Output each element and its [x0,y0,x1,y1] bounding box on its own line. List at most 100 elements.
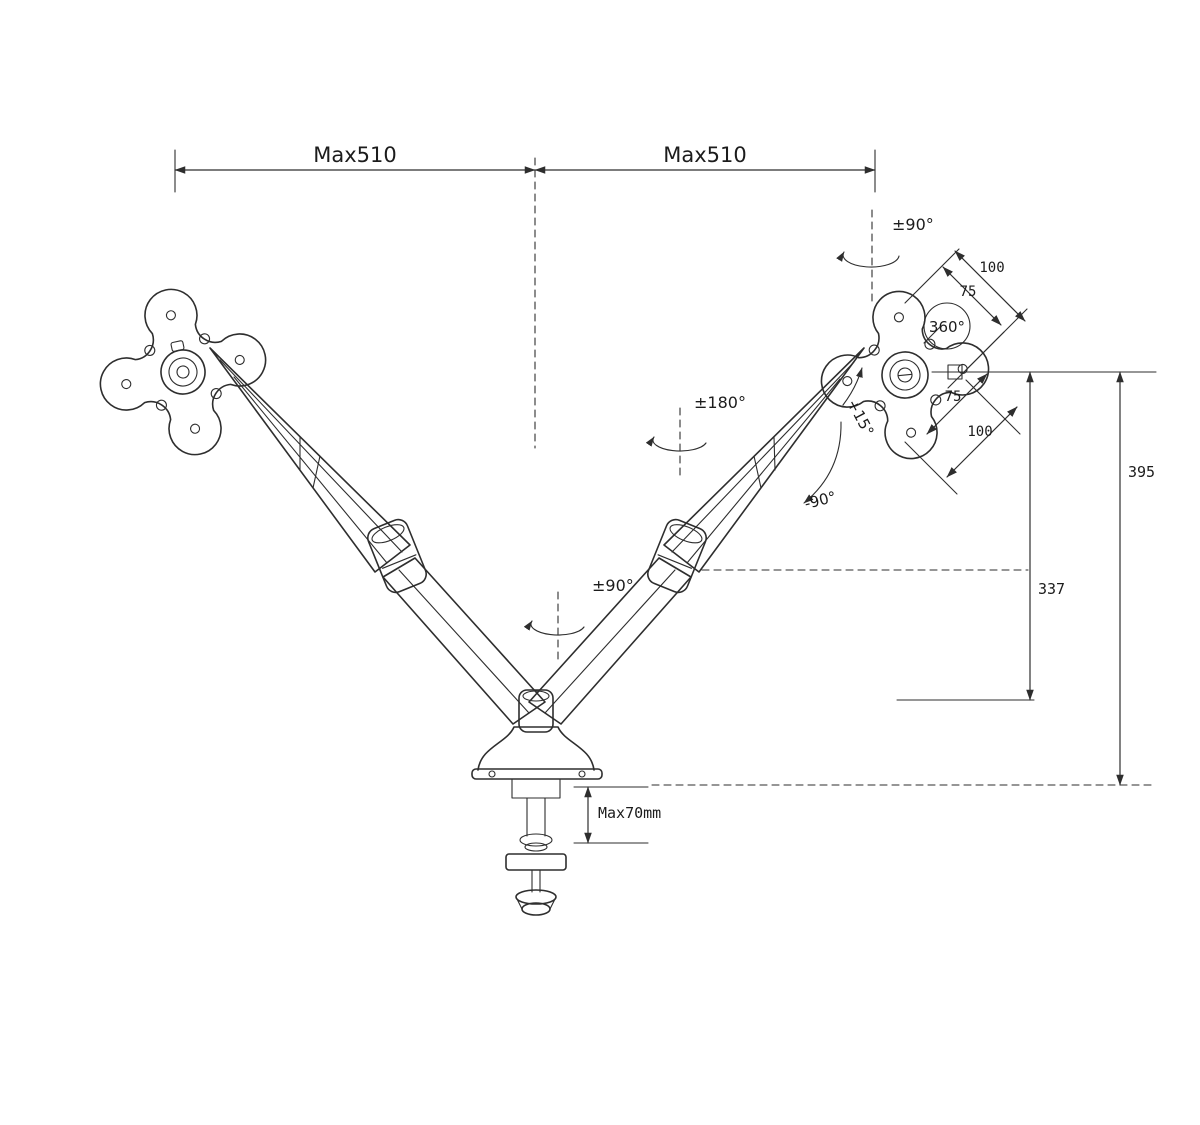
base-plate [471,768,603,780]
left-upper-arm-joint-line [312,455,321,489]
left-upper-arm-outline [209,347,411,573]
clamp-knob-top [515,889,557,905]
right-upper-arm-joint-line [753,455,762,489]
right-plate-hole [874,400,886,412]
base-joint-cap [522,690,550,702]
base-bell-outline [477,726,595,771]
right-elbow-joint [647,518,707,594]
arm-tilt-annotation: +15° -90° [803,367,878,513]
left-vesa-plate [99,288,267,456]
left-plate-lobe-hole [190,423,201,434]
right-plate-lobe-hole [893,312,904,323]
vesa-extension-line [947,331,1005,389]
clamp-knob-side [515,896,557,910]
clamp-pad-lower [524,842,548,852]
left-elbow-joint [367,518,427,594]
swivel-base-label: ±90° [592,576,634,595]
vesa-extension-line [904,248,960,304]
tilt-top-label: ±90° [892,215,934,234]
swivel-base-annotation: ±90° [523,576,634,663]
left-hub-mid [168,357,198,387]
vesa-dimensions-upper: 100 75 [904,248,1028,389]
swivel-mid-label: ±180° [694,393,746,412]
right-plate-hole [924,338,936,350]
desk-thickness-dimension: Max70mm [573,786,661,844]
vesa-rotation-circle [923,302,971,350]
height-mid-label: 337 [1038,580,1065,598]
swivel-mid-annotation: ±180° [645,393,746,479]
base-plate-screw [488,770,496,778]
vesa-rotation-annotation: 360° [923,302,971,350]
left-hub-cap [170,340,185,352]
vesa-rotation-label: 360° [929,318,965,336]
left-plate-hole [144,344,156,356]
vesa-extension-line [904,441,958,495]
vesa-outer-top-label: 100 [979,260,1004,276]
left-plate-lobe-hole [121,379,132,390]
left-lower-arm-detail [398,569,530,714]
desk-thickness-label: Max70mm [598,804,661,822]
left-hub-outer [160,349,206,395]
height-dimensions: 395 337 [651,371,1157,786]
right-upper-arm-outline [663,347,865,573]
vesa-extension-line [923,326,941,344]
right-upper-arm-detail [686,378,841,564]
clamp-pad-upper [519,833,553,847]
tilt-down-label: -90° [803,488,838,513]
base-plate-screw [578,770,586,778]
right-lower-arm-detail [544,569,676,714]
left-lower-arm [382,557,546,725]
left-plate-lobe-hole [165,310,176,321]
clamp-screw-shaft [526,797,546,837]
right-lower-arm-outline [528,557,692,725]
vesa-inner-bottom-label: 75 [945,389,962,405]
left-plate-hole [155,399,167,411]
swivel-base-rotation-arrow [523,620,585,636]
top-span-dimension: Max510 Max510 [174,143,876,449]
right-upper-arm-joint-line [773,436,776,471]
right-plate-lobe-hole [842,376,853,387]
tilt-top-rotation-arrow [836,251,900,268]
left-plate-hole [210,388,222,400]
left-elbow-cap [371,524,405,544]
tilt-up-arrow [842,367,863,406]
left-plate-outline [99,288,267,456]
height-max-label: 395 [1128,463,1155,481]
right-hub-slot [897,373,913,377]
vesa-inner-bottom-dim-line [926,373,988,435]
vesa-inner-top-dim-line [942,266,1002,326]
right-upper-arm-detail [671,361,855,553]
right-hub-mid [889,359,921,391]
right-lower-arm [528,557,692,725]
right-plate-hole [868,344,880,356]
clamp-bracket [511,778,561,799]
base-joint-cylinder [518,689,554,733]
left-span-label: Max510 [313,143,397,167]
left-hub-bolt [176,365,190,379]
swivel-mid-rotation-arrow [645,436,707,452]
left-lower-arm-outline [382,557,546,725]
left-upper-arm-detail [219,359,403,553]
left-elbow-seam [382,554,417,569]
left-upper-arm-detail [233,376,388,564]
right-elbow-cap [669,524,703,544]
clamp-screw-stem [531,869,541,893]
right-upper-arm [663,347,865,573]
vesa-dimensions-lower: 75 100 [904,373,1021,495]
tilt-top-annotation: ±90° [836,209,934,303]
left-elbow-cylinder [367,518,427,594]
clamp-bottom-jaw [505,853,567,871]
tilt-up-label: +15° [843,396,877,439]
vesa-outer-bottom-label: 100 [967,424,992,440]
right-plate-lobe-hole [906,427,917,438]
vesa-inner-top-label: 75 [960,284,977,300]
right-span-label: Max510 [663,143,747,167]
base-and-clamp [471,689,603,916]
right-elbow-seam [657,554,692,569]
left-plate-lobe-hole [234,354,245,365]
right-elbow-cylinder [647,518,707,594]
tilt-down-arrow [803,421,842,504]
left-upper-arm [209,347,411,573]
